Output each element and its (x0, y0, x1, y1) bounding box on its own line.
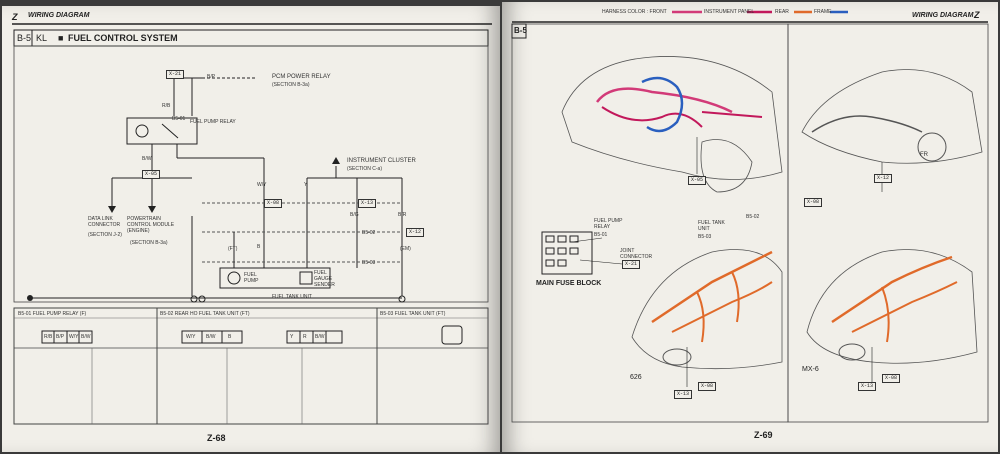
connector-x21: X-21 (166, 70, 185, 79)
label-b503: B5-03 (362, 260, 376, 266)
model-code: KL (36, 33, 48, 43)
section-title: FUEL CONTROL SYSTEM (68, 33, 178, 43)
right-harness-drawings (511, 10, 989, 423)
connector-x13: X-13 (358, 199, 377, 208)
wire-bg: B/G (350, 212, 359, 218)
connector-x21: X-21 (622, 260, 641, 269)
panel-3-title: B5-03 FUEL TANK UNIT (FT) (380, 311, 446, 317)
pin-3: W/Y (69, 334, 79, 340)
panel-2-title: B5-02 REAR HO FUEL TANK UNIT (FT) (160, 311, 250, 317)
pcm-section2-label: (SECTION B-3a) (130, 240, 168, 246)
connector-x05: X-05 (688, 176, 707, 185)
pin-7: B (228, 334, 232, 340)
fuel-pump-relay-label: FUEL PUMP RELAY (594, 218, 623, 230)
cluster-section-label: (SECTION C-a) (347, 166, 382, 172)
label-b503: B5-03 (698, 234, 712, 240)
section-title-bullet-icon: ■ (58, 33, 64, 43)
right-page: HARNESS COLOR : FRONT INSTRUMENT PANEL R… (502, 2, 998, 452)
left-page: Z WIRING DIAGRAM B-5 KL ■ FUEL CONTROL S… (2, 6, 500, 452)
wire-br: B/R (398, 212, 407, 218)
header-letter: Z (12, 12, 18, 22)
dlc-section-label: (SECTION J-2) (88, 232, 122, 238)
right-section-code: B-5 (514, 26, 527, 35)
connector-x08-mx6: X-08 (882, 374, 901, 383)
label-b502: B5-02 (362, 230, 376, 236)
wire-wy: W/Y (257, 182, 267, 188)
frame-connector-label: FR (920, 152, 928, 158)
wire-y: Y (304, 182, 308, 188)
legend-rear: REAR (775, 9, 789, 15)
connector-x08: X-08 (264, 199, 283, 208)
instrument-cluster-label: INSTRUMENT CLUSTER (347, 158, 416, 164)
connector-x12: X-12 (406, 228, 425, 237)
fuel-tank-unit-label: FUEL TANK UNIT (698, 220, 725, 232)
pin-2: B/P (56, 334, 65, 340)
pin-5: W/Y (186, 334, 196, 340)
pin-6: B/W (206, 334, 216, 340)
label-b502: B5-02 (746, 214, 760, 220)
wire-bp: B/P (207, 74, 216, 80)
wire-ft: (FT) (228, 246, 238, 252)
data-link-connector-label: DATA LINK CONNECTOR (88, 216, 121, 228)
fuel-pump-label: FUEL PUMP (244, 272, 259, 284)
legend-frame: FRAME (814, 9, 832, 15)
connector-x08-bottom: X-08 (698, 382, 717, 391)
pcm-section-label: (SECTION B-3a) (272, 82, 310, 88)
connector-x08-top: X-08 (804, 198, 823, 207)
wire-b: B (257, 244, 261, 250)
header-title: WIRING DIAGRAM (28, 12, 90, 19)
model-626-label: 626 (630, 374, 642, 381)
panel-1-title: B5-01 FUEL PUMP RELAY (F) (18, 311, 87, 317)
wire-rb: R/B (162, 103, 171, 109)
fuel-tank-unit-label: FUEL TANK UNIT (272, 294, 312, 300)
joint-connector-label: JOINT CONNECTOR (620, 248, 653, 260)
fuel-gauge-sender-label: FUEL GAUGE SENDER (314, 270, 335, 288)
connector-x05: X-05 (142, 170, 161, 179)
pin-10: B/W (315, 334, 325, 340)
wire-em: (EM) (400, 246, 411, 252)
wire-bw: B/W (142, 156, 152, 162)
pin-4: B/W (81, 334, 91, 340)
right-header-letter: Z (974, 10, 980, 20)
left-page-number: Z-68 (207, 433, 226, 443)
right-page-number: Z-69 (754, 430, 773, 440)
pcm-label: POWERTRAIN CONTROL MODULE (ENGINE) (127, 216, 175, 234)
pin-8: Y (290, 334, 294, 340)
right-header-title: WIRING DIAGRAM (912, 12, 974, 19)
label-b501: B5-01 (172, 116, 186, 122)
pcm-power-relay-label: PCM POWER RELAY (272, 74, 331, 80)
pin-1: R/B (44, 334, 53, 340)
left-wiring-diagram (12, 23, 492, 425)
main-fuse-block-label: MAIN FUSE BLOCK (536, 280, 602, 287)
model-mx6-label: MX-6 (802, 366, 819, 373)
legend-front-label: HARNESS COLOR : FRONT (602, 9, 667, 15)
connector-x13: X-13 (674, 390, 693, 399)
pin-9: R (303, 334, 307, 340)
legend-instrument-panel: INSTRUMENT PANEL (704, 9, 755, 15)
connector-x13-mx6: X-13 (858, 382, 877, 391)
section-code: B-5 (17, 33, 32, 43)
label-b501: B5-01 (594, 232, 608, 238)
connector-x12: X-12 (874, 174, 893, 183)
fuel-pump-relay-label: FUEL PUMP RELAY (190, 119, 236, 125)
